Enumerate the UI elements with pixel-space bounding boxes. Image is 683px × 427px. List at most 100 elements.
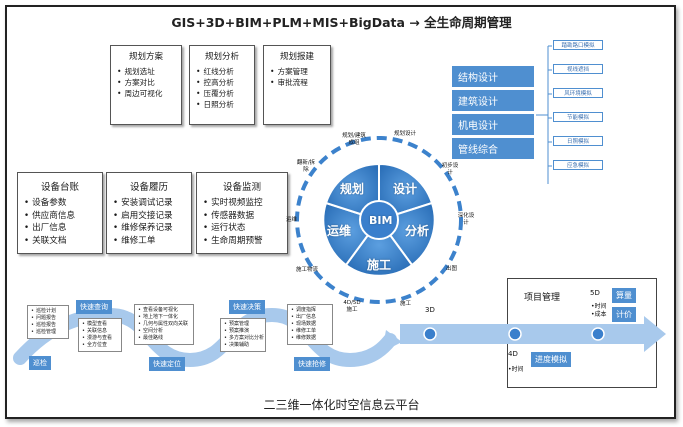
timeline-sub-4d: •时间	[508, 366, 524, 373]
architectural-design-label: 建筑设计	[452, 90, 534, 111]
structural-design-label: 结构设计	[452, 66, 534, 87]
inspection-item: 巡检报告	[31, 322, 65, 329]
pie-segment-construction	[344, 218, 414, 277]
cycle-label: 施工	[400, 301, 412, 307]
query-box: 模型查看 关联信息 漫游与查看 全方位查	[78, 318, 122, 352]
bim-cycle-diagram	[295, 136, 463, 304]
timeline-label-4d: 4D	[508, 350, 518, 358]
planning-analysis-title: 规划分析	[204, 52, 239, 62]
cycle-label: 4D/5D 施工	[343, 300, 361, 313]
bim-center-circle	[359, 200, 399, 240]
planning-analysis-box: 规划分析 红线分析 控高分析 压覆分析 日照分析	[189, 45, 255, 125]
tag-quick-decision: 快速决策	[229, 300, 265, 314]
locate-item: 最佳路线	[138, 335, 190, 342]
bim-segment-operation: 运维	[327, 224, 352, 238]
repair-item: 现场数据	[291, 321, 329, 328]
locate-item: 地上地下一体化	[138, 314, 190, 321]
cycle-label: 深化设计	[457, 213, 475, 226]
tag-quick-locate: 快速定位	[149, 357, 185, 371]
locate-item: 空间分析	[138, 328, 190, 335]
timeline-label-3d: 3D	[425, 306, 435, 314]
equipment-monitoring-title: 设备监测	[222, 182, 261, 193]
bim-segment-analysis: 分析	[405, 224, 430, 238]
cycle-label: 翻新/拆除	[296, 160, 316, 173]
inspection-item: 巡检计划	[31, 308, 65, 315]
equipment-ledger-title: 设备台账	[40, 182, 79, 193]
cycle-label: 规划设计	[394, 131, 417, 137]
planning-analysis-item: 控高分析	[196, 77, 254, 88]
inspection-item: 巡检管理	[31, 329, 65, 336]
bim-segment-construction: 施工	[367, 258, 392, 272]
equipment-history-item: 维修工单	[113, 235, 191, 248]
planning-analysis-item: 红线分析	[196, 66, 254, 77]
timeline-node-5d	[591, 327, 605, 341]
analysis-bracket	[536, 45, 552, 184]
equipment-monitoring-box: 设备监测 实时视频监控 传感器数据 运行状态 生命周期预警	[196, 172, 288, 254]
tag-inspection: 巡检	[29, 356, 51, 370]
cycle-label: 运维	[286, 217, 298, 223]
decision-item: 预案推演	[224, 328, 262, 335]
query-item: 关联信息	[82, 328, 118, 335]
inspection-item: 问题报告	[31, 315, 65, 322]
cycle-label: 施工物流	[295, 267, 318, 273]
decision-item: 预案管理	[224, 321, 262, 328]
planning-submission-box: 规划报建 方案管理 审批流程	[263, 45, 331, 125]
repair-item: 出厂信息	[291, 314, 329, 321]
equipment-ledger-item: 供应商信息	[24, 210, 102, 223]
progress-simulation-tag: 进度模拟	[531, 352, 571, 367]
figure-title: GIS+3D+BIM+PLM+MIS+BigData → 全生命周期管理	[171, 15, 512, 30]
repair-item: 维修数据	[291, 335, 329, 342]
decision-item: 多方案对比分析	[224, 335, 264, 342]
planning-submission-item: 审批流程	[270, 77, 330, 88]
planning-scheme-title: 规划方案	[128, 52, 163, 62]
timeline-label-5d: 5D	[590, 289, 600, 297]
equipment-history-item: 安装调试记录	[113, 197, 191, 210]
equipment-ledger-item: 设备参数	[24, 197, 102, 210]
tag-quick-repair: 快速抢修	[294, 357, 330, 371]
cycle-label: 规划/建筑成组	[342, 133, 366, 146]
figure-frame	[5, 5, 676, 419]
platform-title: 二三维一体化时空信息云平台	[263, 398, 420, 412]
equipment-history-title: 设备履历	[129, 182, 168, 193]
planning-scheme-box: 规划方案 规划选址 方案对比 周边可视化	[110, 45, 182, 125]
planning-submission-title: 规划报建	[279, 52, 314, 62]
analysis-item: 应急模拟	[553, 160, 603, 170]
equipment-monitoring-item: 生命周期预警	[203, 235, 287, 248]
equipment-monitoring-item: 实时视频监控	[203, 197, 287, 210]
equipment-monitoring-item: 运行状态	[203, 222, 287, 235]
pricing-tag: 计价	[612, 307, 636, 322]
analysis-item: 风环境模拟	[553, 88, 603, 98]
equipment-ledger-box: 设备台账 设备参数 供应商信息 出厂信息 关联文档	[17, 172, 103, 254]
decision-box: 预案管理 预案推演 多方案对比分析 决策辅助	[220, 318, 266, 352]
equipment-ledger-item: 关联文档	[24, 235, 102, 248]
planning-scheme-item: 方案对比	[117, 77, 181, 88]
timeline-sub-5d: •成本	[591, 311, 607, 318]
bim-segment-design: 设计	[393, 182, 418, 196]
equipment-history-item: 维修保养记录	[113, 222, 191, 235]
workflow-wave-arrow	[13, 307, 402, 368]
locate-item: 查看设备可视化	[138, 307, 190, 314]
repair-item: 调度指挥	[291, 307, 329, 314]
bim-segment-planning: 规划	[340, 182, 365, 196]
project-management-title: 项目管理	[524, 293, 561, 303]
mep-design-label: 机电设计	[452, 114, 534, 135]
equipment-history-box: 设备履历 安装调试记录 启用交接记录 维修保养记录 维修工单	[106, 172, 192, 254]
equipment-ledger-item: 出厂信息	[24, 222, 102, 235]
analysis-item: 节能模拟	[553, 112, 603, 122]
analysis-item: 踏勘路口模拟	[553, 40, 603, 50]
analysis-item: 日照模拟	[553, 136, 603, 146]
locate-box: 查看设备可视化 地上地下一体化 几何与属性双向关联 空间分析 最佳路线	[134, 304, 194, 345]
timeline-sub-5d: •时间	[591, 303, 607, 310]
cycle-label: 初步设计	[441, 163, 459, 176]
bim-center-label: BIM	[369, 214, 393, 227]
outer-cycle-ring	[295, 136, 463, 304]
query-item: 模型查看	[82, 321, 118, 328]
equipment-monitoring-item: 传感器数据	[203, 210, 287, 223]
timeline-node-3d	[423, 327, 437, 341]
equipment-history-item: 启用交接记录	[113, 210, 191, 223]
planning-analysis-item: 压覆分析	[196, 88, 254, 99]
planning-submission-item: 方案管理	[270, 66, 330, 77]
planning-scheme-item: 周边可视化	[117, 88, 181, 99]
pipeline-integration-label: 管线综合	[452, 138, 534, 159]
query-item: 全方位查	[82, 342, 118, 349]
